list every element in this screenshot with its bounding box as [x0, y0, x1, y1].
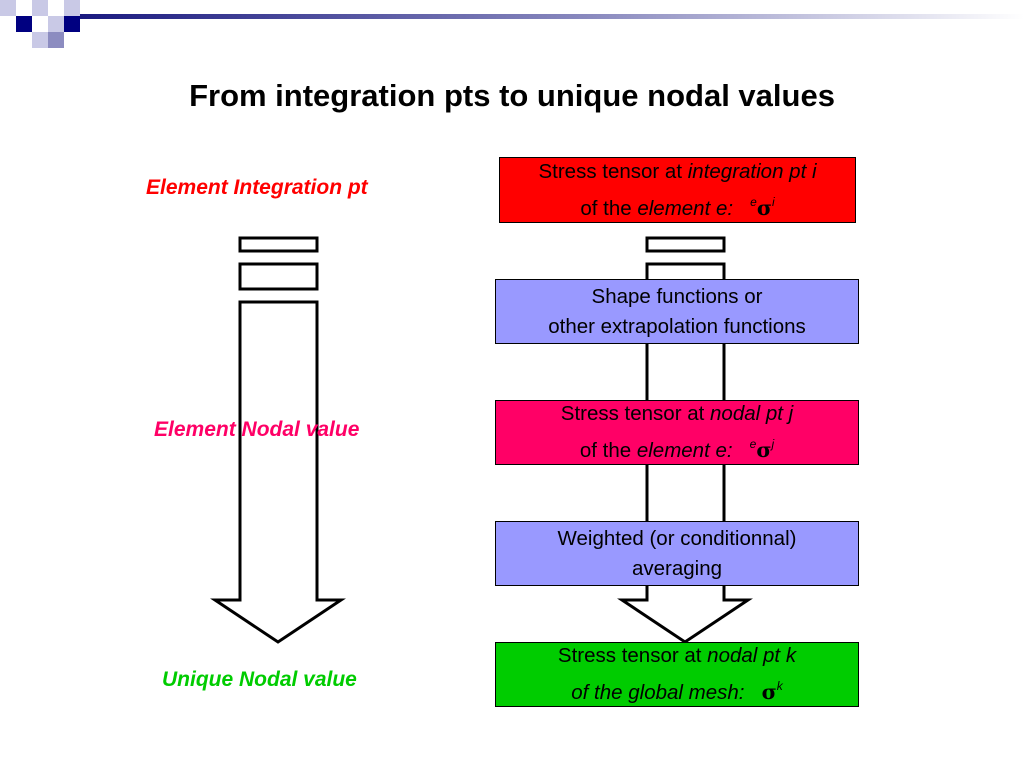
text: nodal pt k [707, 644, 797, 667]
box-integration-stress-line2: of the element e: eσi [500, 187, 855, 224]
box-global-stress: Stress tensor at nodal pt k of the globa… [495, 642, 859, 707]
text: of the [580, 196, 638, 220]
symbol-superscript: j [771, 437, 775, 451]
box-global-stress-line2: of the global mesh: σk [496, 671, 858, 708]
text: Weighted (or conditionnal) [557, 526, 797, 550]
text: element e: [637, 196, 734, 220]
text: nodal pt j [710, 402, 794, 425]
box-averaging: Weighted (or conditionnal) averaging [495, 521, 859, 586]
label-element-integration-pt: Element Integration pt [146, 176, 368, 199]
page-title: From integration pts to unique nodal val… [189, 78, 835, 113]
text: Stress tensor at [538, 159, 688, 183]
box-nodal-stress-line2: of the element e: eσj [496, 429, 858, 466]
text: of the global mesh: [571, 681, 745, 704]
symbol-superscript: i [771, 194, 775, 209]
sigma-symbol: σ [761, 680, 777, 704]
symbol-superscript: k [776, 679, 783, 693]
symbol-superscript: e [749, 437, 757, 451]
text: Shape functions or [591, 284, 763, 308]
symbol-superscript: e [750, 194, 757, 209]
right-arrow-stub-1 [645, 236, 726, 253]
box-integration-stress-line1: Stress tensor at integration pt i [500, 157, 855, 187]
box-nodal-stress-line1: Stress tensor at nodal pt j [496, 399, 858, 429]
box-integration-stress: Stress tensor at integration pt i of the… [499, 157, 856, 223]
box-nodal-stress: Stress tensor at nodal pt j of the eleme… [495, 400, 859, 465]
text: Stress tensor at [557, 644, 708, 667]
label-element-nodal-value: Element Nodal value [154, 418, 360, 441]
box-global-stress-line1: Stress tensor at nodal pt k [496, 641, 858, 671]
label-unique-nodal-value: Unique Nodal value [162, 668, 357, 691]
text: averaging [631, 556, 723, 580]
left-arrow-stub-2 [238, 262, 319, 291]
text: other extrapolation functions [548, 314, 806, 338]
left-arrow-stub-1 [238, 236, 319, 253]
box-shape-functions: Shape functions or other extrapolation f… [495, 279, 859, 344]
text: of the [579, 439, 637, 462]
left-arrow [210, 300, 346, 644]
sigma-symbol: σ [756, 195, 772, 220]
text: element e: [636, 439, 733, 462]
sigma-symbol: σ [756, 438, 772, 462]
header-decoration [0, 0, 1024, 48]
text: Stress tensor at [560, 402, 711, 425]
text: integration pt i [687, 159, 817, 183]
